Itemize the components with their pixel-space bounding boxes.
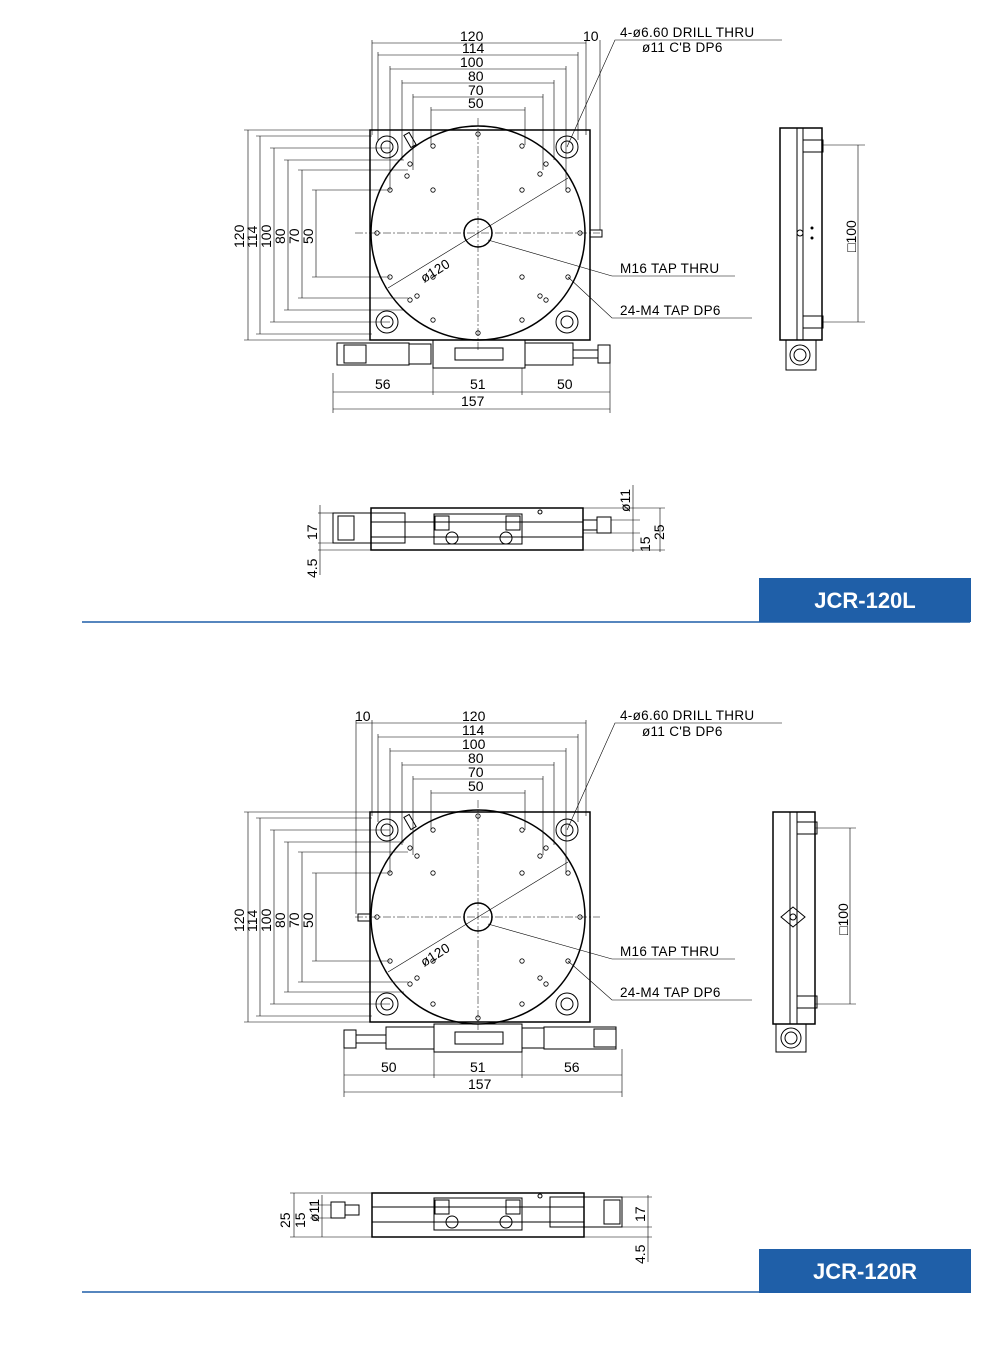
- dim-h-70: 70: [468, 82, 484, 98]
- dim-h-114: 114: [462, 40, 485, 56]
- note-cbore-r: ø11 C'B DP6: [642, 724, 723, 739]
- diameter-label: ø120: [418, 256, 453, 286]
- front-15-r: 15: [292, 1212, 308, 1228]
- front-d11-r: ø11: [306, 1199, 322, 1222]
- front-25: 25: [651, 524, 667, 540]
- dim-total-r: 157: [468, 1076, 492, 1092]
- diameter-label-r: ø120: [418, 940, 453, 970]
- dim-h-80: 80: [468, 68, 484, 84]
- note-tap-holes: 24-M4 TAP DP6: [620, 303, 721, 318]
- dim-h-70-r: 70: [468, 764, 484, 780]
- note-drill: 4-ø6.60 DRILL THRU: [620, 25, 754, 40]
- side-square: □100: [843, 220, 859, 252]
- note-tap-holes-r: 24-M4 TAP DP6: [620, 985, 721, 1000]
- dim-h-50: 50: [468, 95, 484, 111]
- front-d11: ø11: [617, 489, 633, 512]
- front-45: 4.5: [304, 558, 320, 578]
- dim-h-80-r: 80: [468, 750, 484, 766]
- front-25-r: 25: [277, 1212, 293, 1228]
- side-view-l: □100: [779, 127, 865, 371]
- front-17-r: 17: [632, 1206, 648, 1222]
- front-view-r: 25 15 ø11 17 4.5: [277, 1192, 652, 1264]
- side-square-r: □100: [835, 903, 851, 935]
- front-17: 17: [304, 524, 320, 540]
- dim-total: 157: [461, 393, 485, 409]
- front-45-r: 4.5: [632, 1244, 648, 1264]
- dim-v-114-r: 114: [244, 909, 260, 932]
- model-badge-bottom: [759, 1249, 971, 1293]
- dim-h-120-r: 120: [462, 708, 486, 724]
- model-label-bottom: JCR-120R: [813, 1259, 917, 1284]
- dim-v-50: 50: [300, 228, 316, 244]
- dim-v-114: 114: [244, 225, 260, 248]
- front-view-l: 17 4.5 ø11 15 25: [304, 485, 667, 578]
- top-view-l: ø120: [231, 25, 782, 413]
- model-label-top: JCR-120L: [814, 588, 915, 613]
- dim-v-80-r: 80: [272, 912, 288, 928]
- dim-span-right-r: 56: [564, 1059, 580, 1075]
- dim-span-left-r: 50: [381, 1059, 397, 1075]
- dim-h-100-r: 100: [462, 736, 486, 752]
- dim-v-100-r: 100: [258, 908, 274, 932]
- dim-span-mid: 51: [470, 376, 486, 392]
- dim-span-mid-r: 51: [470, 1059, 486, 1075]
- note-center-tap: M16 TAP THRU: [620, 261, 719, 276]
- dim-v-50-r: 50: [300, 912, 316, 928]
- side-view-r: □100: [772, 811, 856, 1053]
- dim-v-120-r: 120: [231, 908, 247, 932]
- dim-v-70: 70: [286, 228, 302, 244]
- dim-h-120: 120: [460, 28, 484, 44]
- top-view-r: ø120: [231, 708, 782, 1097]
- dim-h-114-r: 114: [462, 722, 485, 738]
- dim-span-left: 56: [375, 376, 391, 392]
- dim-h-50-r: 50: [468, 778, 484, 794]
- dim-offset-r: 10: [355, 708, 371, 724]
- dim-h-100: 100: [460, 54, 484, 70]
- note-center-tap-r: M16 TAP THRU: [620, 944, 719, 959]
- dim-v-80: 80: [272, 228, 288, 244]
- dim-v-120: 120: [231, 224, 247, 248]
- front-15: 15: [637, 536, 653, 552]
- model-badge-top: [759, 578, 971, 622]
- dim-v-100: 100: [258, 224, 274, 248]
- dim-offset: 10: [583, 28, 599, 44]
- note-cbore: ø11 C'B DP6: [642, 40, 723, 55]
- note-drill-r: 4-ø6.60 DRILL THRU: [620, 708, 754, 723]
- dim-v-70-r: 70: [286, 912, 302, 928]
- dim-span-right: 50: [557, 376, 573, 392]
